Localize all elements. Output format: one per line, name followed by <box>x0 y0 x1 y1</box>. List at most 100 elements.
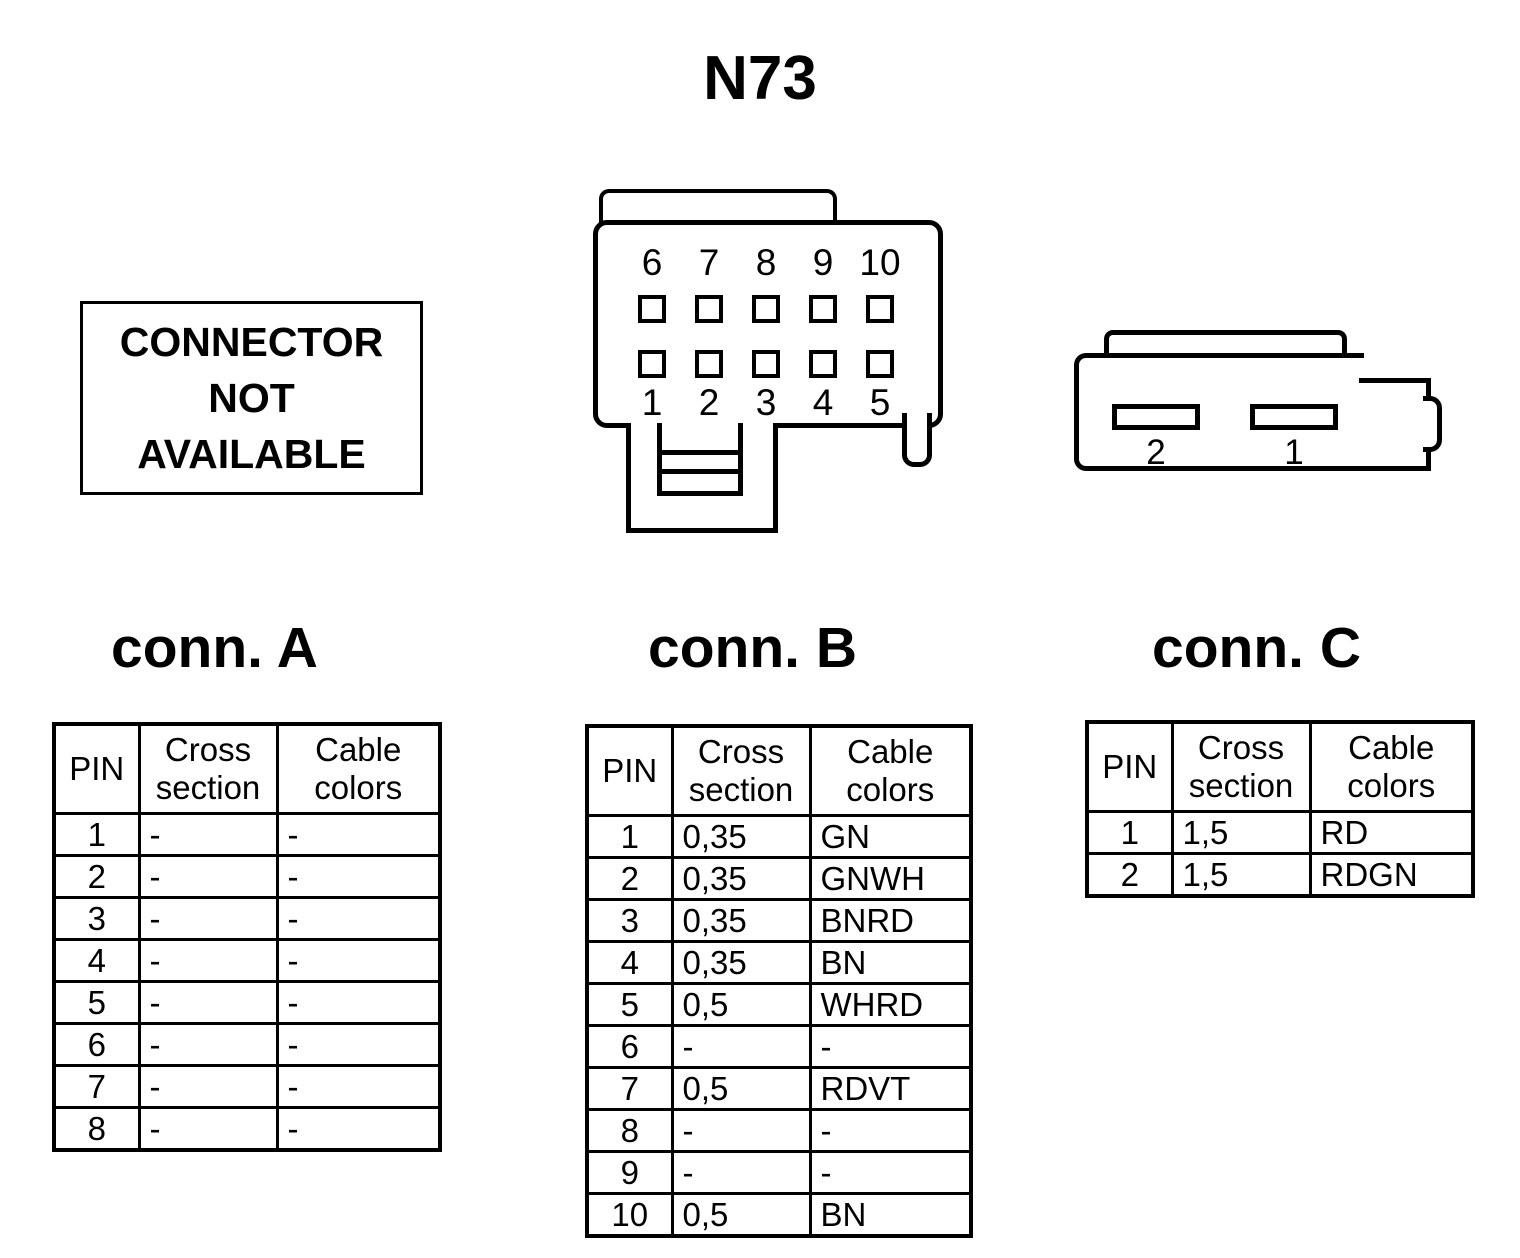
connector-b-pin-label-5: 5 <box>869 382 891 423</box>
cell-cross-section: 1,5 <box>1170 852 1312 898</box>
cell-pin: 8 <box>52 1106 141 1152</box>
col-header-cable-colors: Cable colors <box>1308 720 1475 813</box>
cell-cable-colors: - <box>275 854 442 899</box>
cell-cable-colors: RDGN <box>1308 852 1475 898</box>
heading-conn-a: conn. A <box>111 616 318 680</box>
table-header-row: PIN Cross section Cable colors <box>52 722 442 815</box>
connector-b-pin-socket-9 <box>809 295 837 323</box>
table-row: 4-- <box>52 938 442 983</box>
col-header-cable-colors-line1: Cable <box>315 731 402 768</box>
col-header-cross-section: Cross section <box>1170 720 1312 813</box>
table-row: 3-- <box>52 896 442 941</box>
cell-pin: 3 <box>585 898 674 943</box>
cell-cross-section: - <box>670 1150 812 1195</box>
cell-cable-colors: - <box>275 812 442 857</box>
connector-b-rib-line <box>657 450 743 455</box>
connector-b-pin-label-3: 3 <box>755 382 777 423</box>
heading-conn-c: conn. C <box>1152 616 1361 680</box>
cell-cross-section: 0,35 <box>670 940 812 985</box>
cell-cross-section: 0,35 <box>670 856 812 901</box>
cell-cable-colors: - <box>808 1024 973 1069</box>
connector-b-pin-socket-5 <box>866 350 894 378</box>
cell-cable-colors: RD <box>1308 810 1475 855</box>
col-header-cross-section-line1: Cross <box>1197 729 1285 766</box>
cell-pin: 2 <box>1085 852 1174 898</box>
cell-cross-section: 0,5 <box>670 982 812 1027</box>
table-row: 1-- <box>52 812 442 857</box>
cell-pin: 1 <box>1085 810 1174 855</box>
cell-cross-section: - <box>137 938 279 983</box>
connector-c-terminal-1 <box>1250 404 1338 430</box>
cell-pin: 3 <box>52 896 141 941</box>
cell-pin: 4 <box>585 940 674 985</box>
cell-cable-colors: - <box>275 896 442 941</box>
table-row: 8-- <box>52 1106 442 1152</box>
connector-b-diagram: 6 7 8 9 10 1 2 3 4 5 <box>590 185 970 550</box>
cell-pin: 6 <box>52 1022 141 1067</box>
connector-b-pin-socket-6 <box>638 295 666 323</box>
col-header-cross-section-line2: section <box>1188 767 1294 804</box>
connector-b-pin-label-7: 7 <box>698 242 720 283</box>
table-row: 6-- <box>585 1024 973 1069</box>
connector-c-step-section <box>1359 378 1431 471</box>
connector-c-terminal-2 <box>1112 404 1200 430</box>
cell-cable-colors: GNWH <box>808 856 973 901</box>
cell-pin: 7 <box>52 1064 141 1109</box>
cell-pin: 2 <box>52 854 141 899</box>
table-header-row: PIN Cross section Cable colors <box>585 724 973 817</box>
cell-cross-section: - <box>137 812 279 857</box>
cell-cross-section: 0,35 <box>670 898 812 943</box>
connector-b-pin-socket-7 <box>695 295 723 323</box>
heading-conn-b: conn. B <box>648 616 857 680</box>
cell-pin: 9 <box>585 1150 674 1195</box>
cell-cable-colors: BN <box>808 940 973 985</box>
connector-not-available-line-1: CONNECTOR <box>119 319 384 365</box>
cell-cable-colors: - <box>808 1108 973 1153</box>
cell-cross-section: - <box>670 1024 812 1069</box>
connector-b-pin-socket-2 <box>695 350 723 378</box>
connector-b-pin-label-2: 2 <box>698 382 720 423</box>
connector-c-pin-label-1: 1 <box>1284 433 1304 472</box>
cell-cable-colors: - <box>275 938 442 983</box>
cell-cable-colors: - <box>275 980 442 1025</box>
connector-b-pin-socket-1 <box>638 350 666 378</box>
col-header-cross-section-line1: Cross <box>164 731 252 768</box>
connector-b-rib-line <box>657 469 743 474</box>
connector-b-pin-label-9: 9 <box>812 242 834 283</box>
cell-pin: 1 <box>585 814 674 859</box>
table-row: 2-- <box>52 854 442 899</box>
cell-pin: 4 <box>52 938 141 983</box>
connector-not-available-box: CONNECTOR NOT AVAILABLE <box>80 301 423 495</box>
cell-pin: 5 <box>585 982 674 1027</box>
col-header-cross-section-line2: section <box>155 769 261 806</box>
connector-c-diagram: 2 1 <box>1070 328 1470 488</box>
connector-b-rib-block <box>657 423 743 496</box>
cell-cable-colors: WHRD <box>808 982 973 1027</box>
cell-cable-colors: BNRD <box>808 898 973 943</box>
connector-b-side-latch-tab <box>902 413 932 467</box>
cell-cross-section: - <box>137 1022 279 1067</box>
cell-cable-colors: - <box>275 1022 442 1067</box>
col-header-cable-colors-line2: colors <box>1347 767 1436 804</box>
cell-cross-section: - <box>670 1108 812 1153</box>
cell-cross-section: 0,5 <box>670 1192 812 1238</box>
cell-cable-colors: GN <box>808 814 973 859</box>
table-row: 8-- <box>585 1108 973 1153</box>
connector-b-pin-label-1: 1 <box>641 382 663 423</box>
connector-c-pin-label-2: 2 <box>1146 433 1166 472</box>
cell-cross-section: - <box>137 980 279 1025</box>
connector-b-pin-label-6: 6 <box>641 242 663 283</box>
cell-cross-section: 1,5 <box>1170 810 1312 855</box>
cell-cross-section: 0,35 <box>670 814 812 859</box>
connector-b-pin-socket-10 <box>866 295 894 323</box>
cell-pin: 8 <box>585 1108 674 1153</box>
table-header-row: PIN Cross section Cable colors <box>1085 720 1475 813</box>
page-title: N73 <box>703 44 817 113</box>
